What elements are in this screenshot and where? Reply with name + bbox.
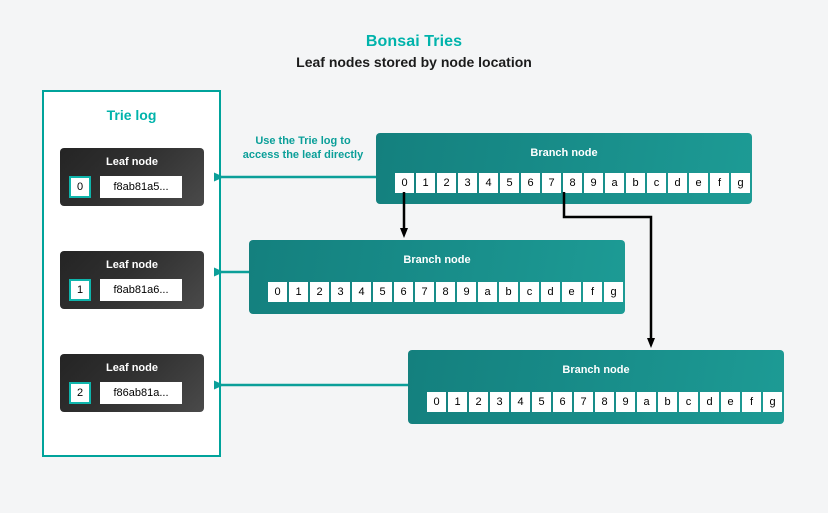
branch-node-2-cell-0[interactable]: 0	[268, 282, 287, 302]
branch-node-3-cell-5[interactable]: 5	[532, 392, 551, 412]
branch-node-3-cell-c[interactable]: c	[679, 392, 698, 412]
branch-node-1-cell-4[interactable]: 4	[479, 173, 498, 193]
annotation-line-2: access the leaf directly	[242, 149, 364, 161]
leaf-node-2-row: 2 f86ab81a...	[69, 382, 182, 404]
leaf-node-2-index: 2	[69, 382, 91, 404]
branch-node-2-cell-6[interactable]: 6	[394, 282, 413, 302]
leaf-node-0-index: 0	[69, 176, 91, 198]
page-subtitle: Leaf nodes stored by node location	[296, 54, 532, 70]
branch-node-2-cell-f[interactable]: f	[583, 282, 602, 302]
branch-node-2-cell-8[interactable]: 8	[436, 282, 455, 302]
branch-node-1-cell-a[interactable]: a	[605, 173, 624, 193]
branch-node-3-cell-b[interactable]: b	[658, 392, 677, 412]
leaf-node-0-label: Leaf node	[106, 156, 158, 168]
branch-node-1-cell-2[interactable]: 2	[437, 173, 456, 193]
leaf-node-0-hash: f8ab81a5...	[100, 176, 182, 198]
branch-node-3-cell-f[interactable]: f	[742, 392, 761, 412]
branch-node-3-cell-7[interactable]: 7	[574, 392, 593, 412]
leaf-node-1-row: 1 f8ab81a6...	[69, 279, 182, 301]
branch-node-2-cell-b[interactable]: b	[499, 282, 518, 302]
branch-node-3-cell-1[interactable]: 1	[448, 392, 467, 412]
page-title: Bonsai Tries	[365, 33, 463, 50]
branch-node-3-label: Branch node	[562, 364, 630, 376]
branch-node-2-cell-e[interactable]: e	[562, 282, 581, 302]
branch-node-3-cell-2[interactable]: 2	[469, 392, 488, 412]
branch-node-1-cell-6[interactable]: 6	[521, 173, 540, 193]
leaf-node-0-row: 0 f8ab81a5...	[69, 176, 182, 198]
branch-node-2-cell-2[interactable]: 2	[310, 282, 329, 302]
branch-node-1-cell-g[interactable]: g	[731, 173, 750, 193]
branch-node-2-cell-7[interactable]: 7	[415, 282, 434, 302]
trie-log-annotation: Use the Trie log to access the leaf dire…	[228, 134, 378, 162]
branch-node-1-cell-e[interactable]: e	[689, 173, 708, 193]
branch-node-1-cell-8[interactable]: 8	[563, 173, 582, 193]
annotation-line-1: Use the Trie log to	[255, 135, 351, 147]
branch-node-3-cell-e[interactable]: e	[721, 392, 740, 412]
leaf-node-1-label: Leaf node	[106, 259, 158, 271]
trie-log-title: Trie log	[106, 107, 157, 123]
branch-node-3-cell-4[interactable]: 4	[511, 392, 530, 412]
leaf-node-1-hash: f8ab81a6...	[100, 279, 182, 301]
branch-node-3-cell-d[interactable]: d	[700, 392, 719, 412]
leaf-node-2-label: Leaf node	[106, 362, 158, 374]
branch-node-1-cell-7[interactable]: 7	[542, 173, 561, 193]
branch-node-1-cell-3[interactable]: 3	[458, 173, 477, 193]
branch-node-3-cell-6[interactable]: 6	[553, 392, 572, 412]
branch-node-2-cell-9[interactable]: 9	[457, 282, 476, 302]
leaf-node-2[interactable]: Leaf node 2 f86ab81a...	[60, 354, 204, 412]
branch-node-2-cell-a[interactable]: a	[478, 282, 497, 302]
branch-node-1-cell-f[interactable]: f	[710, 173, 729, 193]
leaf-node-1-index: 1	[69, 279, 91, 301]
branch-node-2-cell-c[interactable]: c	[520, 282, 539, 302]
branch-node-2-cell-3[interactable]: 3	[331, 282, 350, 302]
leaf-node-1[interactable]: Leaf node 1 f8ab81a6...	[60, 251, 204, 309]
branch-node-1-cell-0[interactable]: 0	[395, 173, 414, 193]
leaf-node-0[interactable]: Leaf node 0 f8ab81a5...	[60, 148, 204, 206]
branch-node-1-cell-1[interactable]: 1	[416, 173, 435, 193]
branch-node-1-cell-5[interactable]: 5	[500, 173, 519, 193]
branch-node-3-cell-g[interactable]: g	[763, 392, 782, 412]
leaf-node-2-hash: f86ab81a...	[100, 382, 182, 404]
branch-node-2-cell-1[interactable]: 1	[289, 282, 308, 302]
branch-node-3-cell-0[interactable]: 0	[427, 392, 446, 412]
branch-node-1-cell-b[interactable]: b	[626, 173, 645, 193]
branch-node-2-cell-g[interactable]: g	[604, 282, 623, 302]
branch-node-3-cell-3[interactable]: 3	[490, 392, 509, 412]
branch-node-3-cell-9[interactable]: 9	[616, 392, 635, 412]
branch-node-1-label: Branch node	[530, 147, 598, 159]
branch-node-1-cell-c[interactable]: c	[647, 173, 666, 193]
branch-node-3-cell-a[interactable]: a	[637, 392, 656, 412]
branch-node-3-cell-8[interactable]: 8	[595, 392, 614, 412]
branch-node-2-label: Branch node	[403, 254, 471, 266]
branch-node-1-cell-d[interactable]: d	[668, 173, 687, 193]
branch-node-1-cell-9[interactable]: 9	[584, 173, 603, 193]
branch-node-2-cell-d[interactable]: d	[541, 282, 560, 302]
branch-node-2-cell-5[interactable]: 5	[373, 282, 392, 302]
branch-node-2-cell-4[interactable]: 4	[352, 282, 371, 302]
